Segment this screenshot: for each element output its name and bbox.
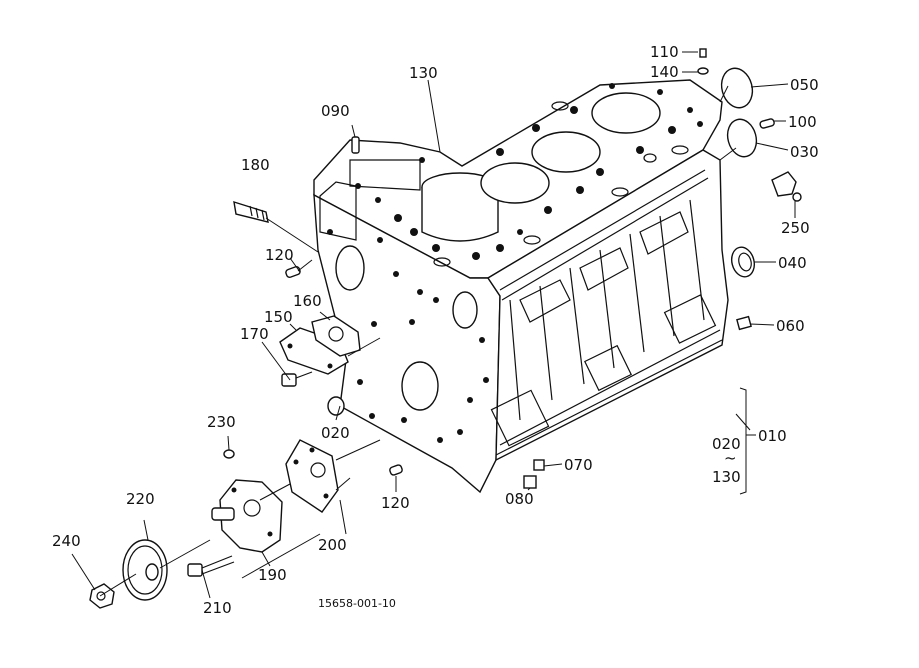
label-180: 180 xyxy=(241,156,270,174)
plug-part xyxy=(697,48,709,75)
label-220: 220 xyxy=(126,490,155,508)
label-020-range: 020 xyxy=(712,435,741,453)
label-010: 010 xyxy=(758,427,787,445)
oil-seal-part xyxy=(730,246,756,278)
label-120-lower: 120 xyxy=(381,494,410,512)
label-200: 200 xyxy=(318,536,347,554)
range-tilde: ~ xyxy=(724,449,737,467)
label-160: 160 xyxy=(293,292,322,310)
nut-240-part xyxy=(89,583,115,609)
label-130-range: 130 xyxy=(712,468,741,486)
label-110: 110 xyxy=(650,43,679,61)
label-030: 030 xyxy=(790,143,819,161)
plug-060-part xyxy=(736,315,752,331)
plug-020-part xyxy=(327,396,345,416)
dowel-120-part xyxy=(285,265,403,476)
label-050: 050 xyxy=(790,76,819,94)
cylinder-block xyxy=(313,79,729,494)
label-210: 210 xyxy=(203,599,232,617)
label-100: 100 xyxy=(788,113,817,131)
part-labels: 110 140 050 100 030 250 040 060 010 020 … xyxy=(52,43,819,617)
oil-pump-part xyxy=(211,479,283,553)
label-120-upper: 120 xyxy=(265,246,294,264)
label-190: 190 xyxy=(258,566,287,584)
stud-180-part xyxy=(233,200,269,223)
label-170: 170 xyxy=(240,325,269,343)
dowel-090-part xyxy=(351,136,360,154)
bolt-210-part xyxy=(187,555,235,577)
label-240: 240 xyxy=(52,532,81,550)
oil-switch-part xyxy=(771,171,802,202)
pin-230-part xyxy=(223,449,235,459)
gasket-200-part xyxy=(285,439,339,513)
label-130-top: 130 xyxy=(409,64,438,82)
label-150: 150 xyxy=(264,308,293,326)
cap-050-part xyxy=(720,67,754,109)
drawing-code: 15658-001-10 xyxy=(318,597,396,610)
label-040: 040 xyxy=(778,254,807,272)
label-140: 140 xyxy=(650,63,679,81)
drain-plug-part xyxy=(523,459,545,489)
label-020: 020 xyxy=(321,424,350,442)
bolt-170-part xyxy=(281,371,313,387)
label-060: 060 xyxy=(776,317,805,335)
cap-030-part xyxy=(726,118,758,158)
label-070: 070 xyxy=(564,456,593,474)
label-090: 090 xyxy=(321,102,350,120)
gear-220-part xyxy=(122,539,168,601)
label-250: 250 xyxy=(781,219,810,237)
pin-100-part xyxy=(759,118,775,129)
leader-lines xyxy=(71,51,796,599)
label-080: 080 xyxy=(505,490,534,508)
label-230: 230 xyxy=(207,413,236,431)
cover-150-part xyxy=(279,315,361,375)
